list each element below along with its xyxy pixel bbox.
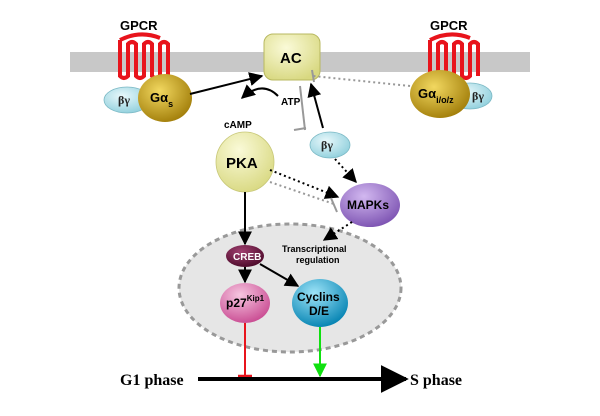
- mapks-node: [340, 183, 400, 227]
- gpcr-right-label: GPCR: [430, 18, 468, 33]
- cyclins-label-line1: Cyclins: [297, 290, 340, 304]
- g-alpha-i-label: Gαi/o/z: [418, 86, 454, 105]
- inhibit-galpha-i-bar: [311, 69, 315, 83]
- beta-gamma-mid-node: [309, 131, 351, 159]
- beta-gamma-left-label: βγ: [118, 93, 130, 107]
- mapks-to-nucleus-arrow: [322, 221, 353, 241]
- atp-label: ATP: [281, 97, 301, 108]
- cyclins-node: [292, 279, 348, 327]
- p27-node: [220, 283, 270, 323]
- creb-to-cyclins-arrow: [259, 263, 300, 287]
- ac-label: AC: [280, 50, 302, 67]
- s-phase-label: S phase: [410, 372, 462, 389]
- betagamma-to-ac-arrow: [307, 82, 324, 129]
- gpcr-left-label: GPCR: [120, 18, 158, 33]
- creb-node: [226, 245, 264, 267]
- beta-gamma-mid-label: βγ: [321, 138, 333, 152]
- betagamma-ac-grey-line-1: [299, 85, 306, 131]
- atp-to-camp-arrow: [240, 84, 279, 99]
- beta-gamma-right-label: βγ: [472, 89, 484, 103]
- betagamma-to-mapks-arrow: [334, 158, 357, 184]
- g1-phase-label: G1 phase: [120, 372, 184, 389]
- g-alpha-i-node: [410, 70, 470, 118]
- transcriptional-label-line2: regulation: [296, 255, 340, 265]
- betagamma-ac-grey-line-2: [293, 127, 307, 131]
- g-alpha-s-node: [138, 74, 192, 122]
- gpcr-left-receptor: [118, 32, 170, 80]
- pka-to-mapks-arrow: [269, 169, 340, 199]
- ac-node: [263, 33, 321, 81]
- pka-inhibit-mapks-bar: [330, 197, 338, 213]
- inhibit-galpha-i-to-ac: [312, 75, 411, 87]
- mapks-label: MAPKs: [347, 198, 389, 212]
- pka-inhibit-mapks-line: [269, 181, 335, 205]
- pka-label: PKA: [226, 155, 258, 172]
- arrow-galpha-s-to-ac: [189, 72, 264, 95]
- cyclins-label-line2: D/E: [309, 304, 329, 318]
- g-alpha-s-label: Gαs: [150, 90, 173, 109]
- creb-label: CREB: [233, 252, 261, 263]
- camp-label: cAMP: [224, 120, 252, 131]
- p27-label: p27Kip1: [226, 294, 265, 310]
- transcriptional-label-line1: Transcriptional: [282, 244, 347, 254]
